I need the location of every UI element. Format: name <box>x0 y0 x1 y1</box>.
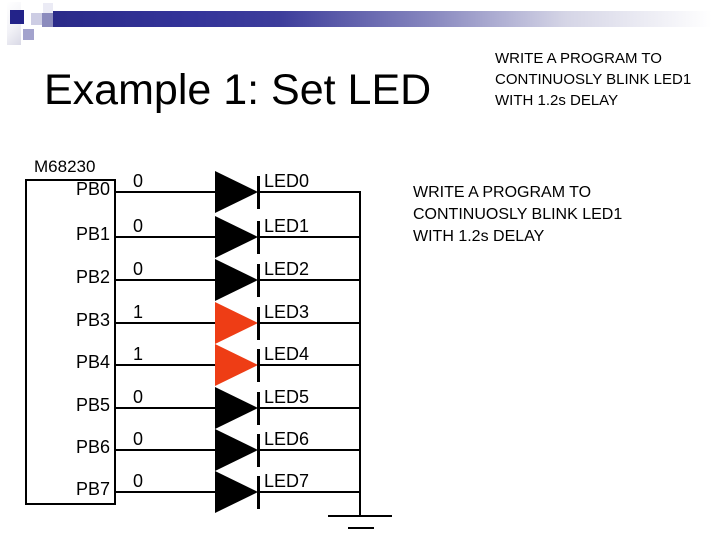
note-mid-line: CONTINUOSLY BLINK LED1 <box>413 206 623 223</box>
pin-label: PB2 <box>75 267 110 287</box>
led-cathode-bar <box>257 307 260 340</box>
wire <box>114 449 215 451</box>
pin-value: 0 <box>132 429 143 449</box>
note-mid: WRITE A PROGRAM TO CONTINUOSLY BLINK LED… <box>413 182 622 248</box>
led-label: LED7 <box>264 471 310 491</box>
deco-square-icon <box>31 13 42 25</box>
led-triangle-off-icon <box>215 429 258 471</box>
led-triangle-off-icon <box>215 471 258 513</box>
led-label: LED5 <box>264 387 310 407</box>
wire <box>114 407 215 409</box>
wire <box>260 491 360 493</box>
chip-label: M68230 <box>34 157 96 176</box>
wire <box>260 279 360 281</box>
wire <box>260 449 360 451</box>
note-top-line: WITH 1.2s DELAY <box>495 92 619 109</box>
pin-value: 0 <box>132 171 143 191</box>
pin-value: 0 <box>132 259 143 279</box>
led-triangle-off-icon <box>215 171 258 213</box>
note-top-line: CONTINUOSLY BLINK LED1 <box>495 71 692 88</box>
pin-label: PB1 <box>75 224 110 244</box>
wire <box>114 364 215 366</box>
led-label: LED4 <box>264 344 310 364</box>
led-cathode-bar <box>257 221 260 254</box>
led-label: LED2 <box>264 259 310 279</box>
led-triangle-off-icon <box>215 259 258 301</box>
led-cathode-bar <box>257 349 260 382</box>
ground-symbol <box>348 527 374 529</box>
ground-symbol <box>328 515 392 517</box>
led-cathode-bar <box>257 434 260 467</box>
note-top: WRITE A PROGRAM TO CONTINUOSLY BLINK LED… <box>495 48 691 111</box>
pin-label: PB5 <box>75 395 110 415</box>
led-triangle-off-icon <box>215 216 258 258</box>
slide-title: Example 1: Set LED <box>44 66 432 114</box>
led-triangle-on-icon <box>215 302 258 344</box>
wire <box>114 236 215 238</box>
deco-square-icon <box>23 29 34 40</box>
pin-label: PB6 <box>75 437 110 457</box>
note-mid-line: WRITE A PROGRAM TO <box>413 184 592 201</box>
wire <box>114 191 215 193</box>
pin-label: PB4 <box>75 352 110 372</box>
led-cathode-bar <box>257 476 260 509</box>
led-cathode-bar <box>257 176 260 209</box>
pin-value: 0 <box>132 387 143 407</box>
led-triangle-off-icon <box>215 387 258 429</box>
pin-value: 0 <box>132 216 143 236</box>
note-mid-line: WITH 1.2s DELAY <box>413 228 545 245</box>
wire <box>260 191 360 193</box>
wire <box>260 364 360 366</box>
pin-label: PB3 <box>75 310 110 330</box>
led-cathode-bar <box>257 264 260 297</box>
led-triangle-on-icon <box>215 344 258 386</box>
led-label: LED1 <box>264 216 310 236</box>
led-label: LED0 <box>264 171 310 191</box>
pin-label: PB0 <box>75 179 110 199</box>
deco-square-icon <box>10 10 24 24</box>
header-gradient-bar <box>46 11 712 27</box>
deco-square-icon <box>43 3 53 13</box>
note-top-line: WRITE A PROGRAM TO <box>495 50 662 67</box>
wire <box>114 491 215 493</box>
deco-square-icon <box>42 13 53 27</box>
pin-label: PB7 <box>75 479 110 499</box>
wire <box>114 279 215 281</box>
wire <box>260 322 360 324</box>
led-cathode-bar <box>257 392 260 425</box>
pin-value: 1 <box>132 344 143 364</box>
wire <box>260 236 360 238</box>
pin-value: 1 <box>132 302 143 322</box>
chip-box <box>25 179 116 505</box>
led-label: LED3 <box>264 302 310 322</box>
pin-value: 0 <box>132 471 143 491</box>
wire <box>260 407 360 409</box>
bus-line <box>359 191 361 516</box>
wire <box>114 322 215 324</box>
led-label: LED6 <box>264 429 310 449</box>
